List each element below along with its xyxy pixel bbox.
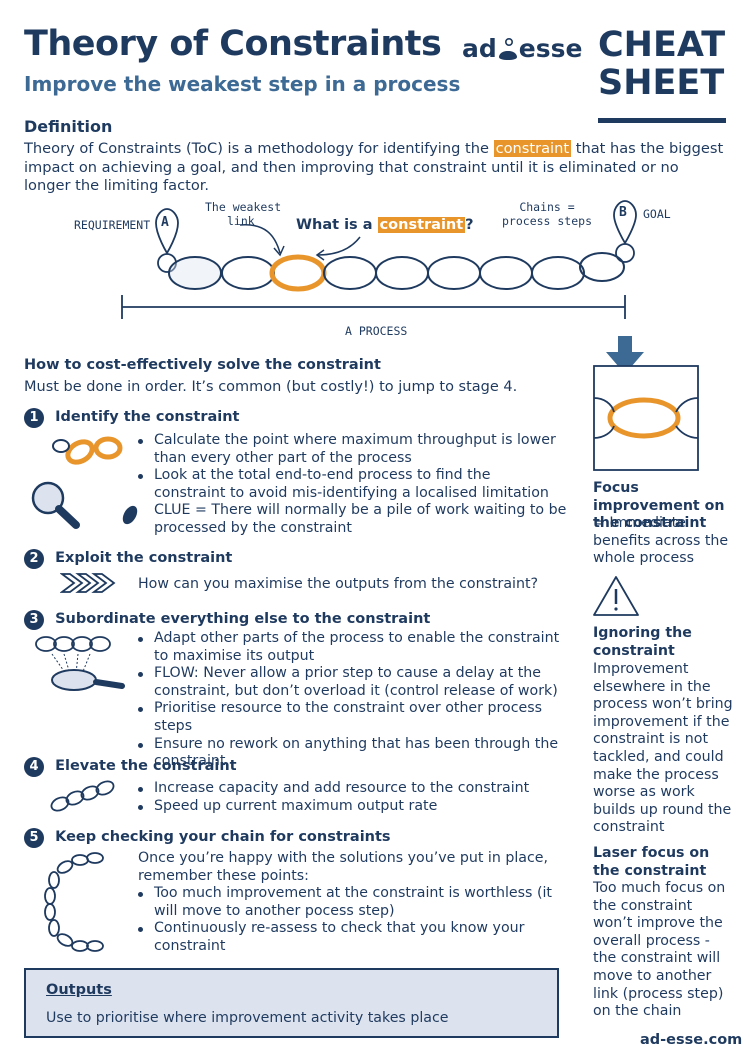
cheat-line-1: CHEAT bbox=[598, 25, 726, 65]
step-4-number: 4 bbox=[24, 757, 44, 777]
step-1-number: 1 bbox=[24, 408, 44, 428]
step-1-bullets: Calculate the point where maximum throug… bbox=[136, 432, 556, 502]
step-5-number: 5 bbox=[24, 828, 44, 848]
chain-links bbox=[168, 252, 625, 292]
step-1-clue: CLUE = There will normally be a pile of … bbox=[154, 502, 567, 536]
question-highlight: constraint bbox=[377, 217, 466, 233]
step-5-bullet-2: Continuously re-assess to check that you… bbox=[136, 920, 566, 955]
weakest-link-line-2: link bbox=[227, 214, 255, 228]
c-shaped-chain-icon bbox=[44, 852, 104, 952]
outputs-heading: Outputs bbox=[46, 982, 112, 998]
process-label: A PROCESS bbox=[345, 324, 408, 338]
weakest-link-label: The weakest link bbox=[205, 200, 281, 228]
chains-line-1: Chains = bbox=[519, 200, 575, 214]
step-2-title: Exploit the constraint bbox=[55, 550, 233, 566]
footer-url[interactable]: ad-esse.com bbox=[640, 1032, 743, 1048]
constraint-question: What is a constraint? bbox=[296, 217, 474, 233]
definition-text-before: Theory of Constraints (ToC) is a methodo… bbox=[24, 140, 494, 157]
step-4-bullet-2: Speed up current maximum output rate bbox=[136, 798, 566, 816]
question-after: ? bbox=[465, 217, 474, 233]
step-5-bullets: Too much improvement at the constraint i… bbox=[136, 885, 566, 955]
ignoring-text: Improvement elsewhere in the process won… bbox=[593, 661, 733, 836]
requirement-label: REQUIREMENT bbox=[74, 218, 151, 232]
magnifier-broken-chain-icon bbox=[31, 436, 138, 529]
constraint-arrow bbox=[317, 236, 361, 256]
step-2-text: How can you maximise the outputs from th… bbox=[138, 576, 539, 592]
step-5-bullet-1: Too much improvement at the constraint i… bbox=[136, 885, 566, 920]
weakest-link-arrow bbox=[239, 224, 281, 254]
warning-icon bbox=[593, 576, 639, 616]
ignoring-heading: Ignoring the constraint bbox=[593, 625, 692, 659]
focus-constraint-icon bbox=[593, 336, 699, 471]
step-3-bullet-3: Prioritise resource to the constraint ov… bbox=[136, 700, 568, 735]
focus-heading: Focus improvement on the constraint bbox=[593, 480, 725, 532]
step-1-heading: 1 Identify the constraint bbox=[24, 406, 239, 428]
definition-text: Theory of Constraints (ToC) is a methodo… bbox=[24, 140, 724, 196]
step-3-bullet-2: FLOW: Never allow a prior step to cause … bbox=[136, 665, 568, 700]
solve-heading: How to cost-effectively solve the constr… bbox=[24, 357, 381, 373]
step-3-bullets: Adapt other parts of the process to enab… bbox=[136, 630, 568, 771]
chains-line-2: process steps bbox=[502, 214, 593, 228]
step-5-heading: 5 Keep checking your chain for constrain… bbox=[24, 826, 391, 848]
pin-b-icon bbox=[613, 200, 637, 263]
outputs-text: Use to prioritise where improvement acti… bbox=[46, 1010, 449, 1026]
question-before: What is a bbox=[296, 217, 378, 233]
step-5-intro: Once you’re happy with the solutions you… bbox=[138, 850, 549, 884]
cheat-underline bbox=[598, 118, 726, 123]
chevrons-icon bbox=[60, 573, 116, 593]
logo-text-right: esse bbox=[518, 34, 583, 63]
step-4-title: Elevate the constraint bbox=[55, 758, 237, 774]
step-1-bullet-2: Look at the total end-to-end process to … bbox=[136, 467, 556, 502]
step-5-title: Keep checking your chain for constraints bbox=[55, 829, 391, 845]
step-1-title: Identify the constraint bbox=[55, 409, 240, 425]
solve-intro: Must be done in order. It’s common (but … bbox=[24, 379, 518, 395]
focus-text: = Immediate benefits across the whole pr… bbox=[593, 515, 729, 567]
cheat-line-2: SHEET bbox=[598, 63, 725, 103]
diagonal-chain-icon bbox=[50, 780, 115, 812]
cheat-sheet-label: CHEAT SHEET bbox=[598, 26, 725, 102]
step-3-bullet-4: Ensure no rework on anything that has be… bbox=[136, 736, 568, 771]
laser-heading: Laser focus on the constraint bbox=[593, 845, 710, 879]
step-4-bullet-1: Increase capacity and add resource to th… bbox=[136, 780, 566, 798]
logo-drop-icon bbox=[498, 38, 517, 60]
outputs-box: Outputs Use to prioritise where improvem… bbox=[24, 968, 559, 1038]
page-title: Theory of Constraints bbox=[24, 24, 442, 64]
chain-diagram bbox=[121, 200, 637, 319]
chain-with-magnifier-icon bbox=[35, 636, 125, 691]
step-3-heading: 3 Subordinate everything else to the con… bbox=[24, 608, 430, 630]
step-4-bullets: Increase capacity and add resource to th… bbox=[136, 780, 566, 815]
goal-label: GOAL bbox=[643, 207, 671, 221]
logo-text-left: ad bbox=[462, 34, 497, 63]
step-2-number: 2 bbox=[24, 549, 44, 569]
definition-heading: Definition bbox=[24, 117, 113, 136]
step-3-number: 3 bbox=[24, 610, 44, 630]
weakest-link-line-1: The weakest bbox=[205, 200, 282, 214]
page-subtitle: Improve the weakest step in a process bbox=[24, 72, 461, 96]
point-a-label: A bbox=[161, 215, 169, 230]
laser-text: Too much focus on the constraint won’t i… bbox=[593, 880, 726, 1020]
definition-highlight: constraint bbox=[493, 140, 572, 157]
step-4-heading: 4 Elevate the constraint bbox=[24, 755, 237, 777]
definition-text-after: that has the biggest impact on achieving… bbox=[24, 140, 724, 194]
chains-label: Chains = process steps bbox=[502, 200, 592, 228]
point-b-label: B bbox=[619, 205, 627, 220]
step-2-heading: 2 Exploit the constraint bbox=[24, 547, 232, 569]
step-3-bullet-1: Adapt other parts of the process to enab… bbox=[136, 630, 568, 665]
step-3-title: Subordinate everything else to the const… bbox=[55, 611, 431, 627]
step-1-bullet-1: Calculate the point where maximum throug… bbox=[136, 432, 556, 467]
